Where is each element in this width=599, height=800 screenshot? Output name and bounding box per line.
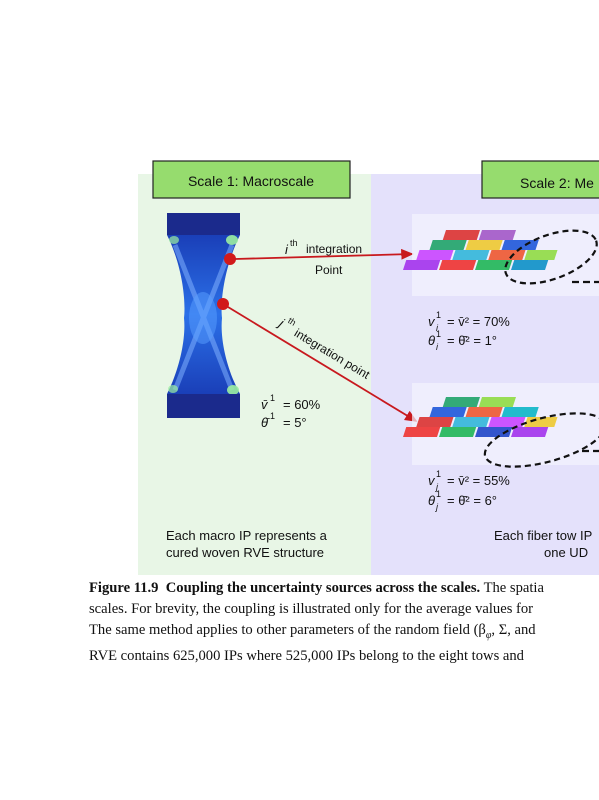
svg-text:i: i — [436, 342, 439, 352]
caption-line-2: scales. For brevity, the coupling is ill… — [89, 601, 534, 617]
caption-line-1: Figure 11.9 Coupling the uncertainty sou… — [89, 578, 599, 599]
caption-line3-sub: φ — [485, 629, 492, 641]
svg-text:j: j — [435, 482, 439, 492]
svg-text:1: 1 — [436, 489, 441, 499]
jth-label-sup: th — [286, 315, 298, 327]
meso-desc-line1: Each fiber tow IP — [494, 528, 592, 543]
caption-line-3: The same method applies to other paramet… — [89, 620, 599, 646]
caption-title: Coupling the uncertainty sources across … — [165, 580, 481, 596]
jth-meso-values: v 1 j = v̄² = 55% θ 1 j = θ̄² = 6° — [428, 469, 510, 512]
svg-text:i: i — [436, 323, 439, 333]
svg-text:1: 1 — [436, 310, 441, 320]
scale1-title-box: Scale 1: Macroscale — [152, 160, 351, 199]
caption-label: Figure 11.9 — [89, 580, 159, 596]
macro-description: Each macro IP represents a cured woven R… — [166, 528, 328, 560]
figure-caption: Figure 11.9 Coupling the uncertainty sou… — [89, 578, 599, 667]
svg-text:1: 1 — [270, 411, 275, 421]
ith-arrow — [234, 248, 414, 260]
woven-rve-bottom — [403, 383, 599, 468]
macro-theta-value: = 5° — [283, 415, 307, 430]
macro-desc-line1: Each macro IP represents a — [166, 528, 328, 543]
svg-text:θ: θ — [428, 493, 435, 508]
svg-text:v̄: v̄ — [261, 397, 269, 412]
scale2-title-box: Scale 2: Me — [481, 160, 599, 199]
ith-label-base: i — [285, 242, 289, 257]
scale1-title: Scale 1: Macroscale — [188, 173, 314, 189]
jth-theta-value: = θ̄² = 6° — [447, 493, 497, 508]
woven-rve-top — [403, 214, 599, 296]
svg-text:j: j — [435, 502, 439, 512]
ith-label: i th integration Point — [285, 238, 362, 277]
jth-arrow — [227, 306, 418, 422]
ith-theta-value: = θ̄² = 1° — [447, 333, 497, 348]
scale2-title: Scale 2: Me — [520, 175, 594, 191]
svg-text:θ: θ — [428, 333, 435, 348]
meso-desc-line2: one UD — [544, 545, 588, 560]
svg-text:v: v — [428, 314, 436, 329]
ith-label-sup: th — [290, 238, 298, 248]
macro-values: v̄ 1 = 60% θ̄ 1 = 5° — [261, 393, 321, 430]
jth-integration-point — [217, 298, 229, 310]
caption-line1-rest: The spatia — [480, 580, 544, 596]
caption-line-4: RVE contains 625,000 IPs where 525,000 I… — [89, 647, 524, 664]
svg-text:θ̄: θ̄ — [261, 415, 270, 430]
figure-11-9: Scale 1: Macroscale Scale 2: Me i th int… — [138, 160, 599, 575]
svg-text:v: v — [428, 473, 436, 488]
macro-v-value: = 60% — [283, 397, 321, 412]
svg-text:1: 1 — [270, 393, 275, 403]
jth-v-value: = v̄² = 55% — [447, 473, 510, 488]
macro-specimen — [167, 213, 240, 418]
svg-text:1: 1 — [436, 329, 441, 339]
ith-integration-point — [224, 253, 236, 265]
caption-line3-start: The same method applies to other paramet… — [89, 622, 486, 638]
svg-text:1: 1 — [436, 469, 441, 479]
meso-description: Each fiber tow IP one UD — [494, 528, 592, 560]
ith-meso-values: v 1 i = v̄² = 70% θ 1 i = θ̄² = 1° — [428, 310, 510, 352]
caption-line3-rest: , Σ, and — [491, 622, 536, 638]
macro-desc-line2: cured woven RVE structure — [166, 545, 324, 560]
ith-label-point: Point — [315, 263, 343, 277]
ith-label-text: integration — [306, 242, 362, 256]
ith-v-value: = v̄² = 70% — [447, 314, 510, 329]
